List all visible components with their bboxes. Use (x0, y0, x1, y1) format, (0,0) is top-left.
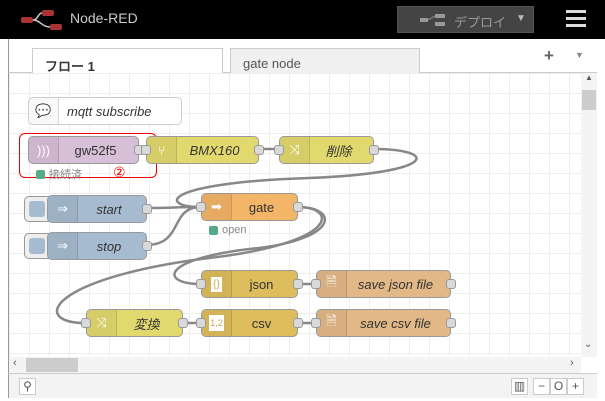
signal-icon: ))) (29, 137, 59, 163)
node-label: json (249, 276, 274, 292)
braces-icon: {} (202, 271, 232, 297)
node-label: mqtt subscribe (67, 103, 152, 119)
shuffle-icon: ⤨ (87, 310, 117, 336)
wire (145, 205, 202, 247)
node-label: save csv file (360, 315, 431, 331)
wires (55, 147, 418, 325)
header: Node-RED デプロイ ▼ (0, 0, 605, 39)
node-status: open (209, 224, 246, 236)
app-title: Node-RED (70, 10, 138, 26)
zoom-out-button[interactable]: − (533, 378, 550, 395)
file-icon: 🗎 (317, 310, 347, 336)
node-red-logo-icon (21, 10, 62, 30)
node-inject-start[interactable]: ⇒ start (47, 195, 152, 223)
node-json[interactable]: {} json (196, 270, 303, 298)
status-dot-icon (209, 225, 218, 235)
status-dot-icon (36, 169, 45, 179)
output-port[interactable] (178, 318, 188, 328)
node-label: start (96, 201, 122, 217)
output-port[interactable] (142, 204, 152, 214)
node-label: 変換 (133, 316, 160, 332)
output-port[interactable] (293, 279, 303, 289)
plus-icon[interactable]: + (544, 46, 554, 65)
output-port[interactable] (293, 318, 303, 328)
vertical-scrollbar[interactable]: ▲ ⌄ (581, 73, 597, 357)
node-label: 削除 (325, 143, 352, 159)
output-port[interactable] (369, 145, 379, 155)
tab-flow-1[interactable]: フロー 1 (32, 48, 223, 74)
scroll-right-icon[interactable]: › (570, 357, 574, 369)
navigator-map-icon[interactable]: ▥ (511, 378, 528, 395)
input-port[interactable] (81, 318, 91, 328)
annotation-number: ② (113, 164, 126, 180)
horizontal-scrollbar[interactable]: ‹ › (8, 357, 581, 373)
scroll-thumb[interactable] (26, 358, 78, 372)
flow-canvas[interactable]: 💬 mqtt subscribe ))) gw52f5 接続済 ② ⑂ BMX1… (8, 73, 581, 357)
node-gate[interactable]: ➡ gate (196, 193, 303, 221)
workspace-tabs: フロー 1 gate node + ▼ (8, 39, 597, 74)
zoom-reset-button[interactable]: O (550, 378, 567, 395)
scroll-thumb[interactable] (582, 90, 596, 110)
arrow-right-icon: ⇒ (48, 233, 78, 259)
wire (55, 205, 323, 325)
output-port[interactable] (142, 241, 152, 251)
switch-icon: ⑂ (147, 137, 177, 163)
input-port[interactable] (196, 318, 206, 328)
node-label: save json file (357, 276, 434, 292)
node-mqtt-in[interactable]: ))) gw52f5 (28, 136, 144, 164)
zoom-in-button[interactable]: + (567, 378, 584, 395)
node-label: gw52f5 (74, 142, 117, 158)
input-port[interactable] (274, 145, 284, 155)
node-status: 接続済 (36, 166, 82, 182)
node-label: BMX160 (189, 142, 240, 158)
scroll-down-icon[interactable]: ⌄ (584, 339, 593, 350)
output-port[interactable] (446, 279, 456, 289)
chevron-down-icon[interactable]: ▼ (575, 50, 584, 60)
scroll-left-icon[interactable]: ‹ (13, 357, 17, 369)
node-file-save-csv[interactable]: 🗎 save csv file (311, 309, 456, 337)
main-menu-button[interactable] (566, 10, 586, 28)
input-port[interactable] (141, 145, 151, 155)
input-port[interactable] (196, 279, 206, 289)
node-inject-stop[interactable]: ⇒ stop (47, 232, 152, 260)
input-port[interactable] (196, 202, 206, 212)
output-port[interactable] (293, 202, 303, 212)
footer-toolbar: ⚲ ▥ − O + (8, 373, 597, 398)
status-text: 接続済 (49, 169, 82, 181)
search-icon[interactable]: ⚲ (19, 378, 36, 395)
input-port[interactable] (311, 279, 321, 289)
node-label: gate (248, 199, 275, 215)
scroll-up-icon[interactable]: ▲ (585, 73, 593, 82)
tab-gate-node[interactable]: gate node (230, 48, 420, 73)
arrow-right-icon: ⇒ (48, 196, 78, 222)
speech-bubble-icon: 💬 (29, 98, 59, 124)
output-port[interactable] (446, 318, 456, 328)
tab-label: フロー 1 (45, 59, 95, 74)
node-comment[interactable]: 💬 mqtt subscribe (28, 97, 182, 125)
node-switch-bmx160[interactable]: ⑂ BMX160 (141, 136, 264, 164)
deploy-icon (420, 14, 445, 26)
deploy-dropdown-icon[interactable]: ▼ (516, 13, 526, 24)
tab-label: gate node (243, 56, 301, 71)
status-text: open (222, 224, 247, 236)
node-change-delete[interactable]: ⤨ 削除 (274, 136, 379, 164)
file-icon: 🗎 (317, 271, 347, 297)
node-file-save-json[interactable]: 🗎 save json file (311, 270, 456, 298)
shuffle-icon: ⤨ (280, 137, 310, 163)
wire (175, 147, 418, 209)
node-change-convert[interactable]: ⤨ 変換 (81, 309, 188, 337)
wire (173, 205, 326, 286)
node-csv[interactable]: 1,2 csv (196, 309, 303, 337)
output-port[interactable] (254, 145, 264, 155)
input-port[interactable] (311, 318, 321, 328)
deploy-label: デプロイ (454, 15, 507, 30)
gate-arrow-icon: ➡ (202, 194, 232, 220)
node-label: csv (251, 315, 272, 331)
csv-icon: 1,2 (202, 310, 232, 336)
node-label: stop (96, 238, 122, 254)
deploy-button[interactable]: デプロイ ▼ (397, 6, 534, 33)
